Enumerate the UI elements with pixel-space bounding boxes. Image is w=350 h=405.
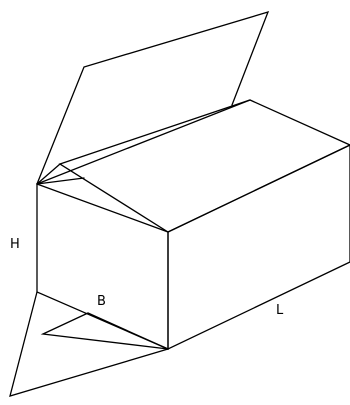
bottom-inner-flap <box>40 312 169 350</box>
height-label: H <box>10 237 20 252</box>
top-flap-crease-line <box>36 177 85 185</box>
length-label: L <box>276 303 284 318</box>
bottom-flaps <box>9 291 169 397</box>
back-flap-outline <box>36 10 270 185</box>
top-folded-flap <box>36 99 350 233</box>
bottom-outer-flap <box>9 291 169 397</box>
long-side-face <box>167 144 350 351</box>
top-flap-hinge-line <box>36 163 61 185</box>
front-face <box>36 183 169 350</box>
breadth-label: B <box>97 294 106 309</box>
back-flap <box>36 10 270 185</box>
top-flap-outline <box>58 99 350 233</box>
top-back-edge <box>36 99 251 185</box>
box-body <box>36 99 350 351</box>
